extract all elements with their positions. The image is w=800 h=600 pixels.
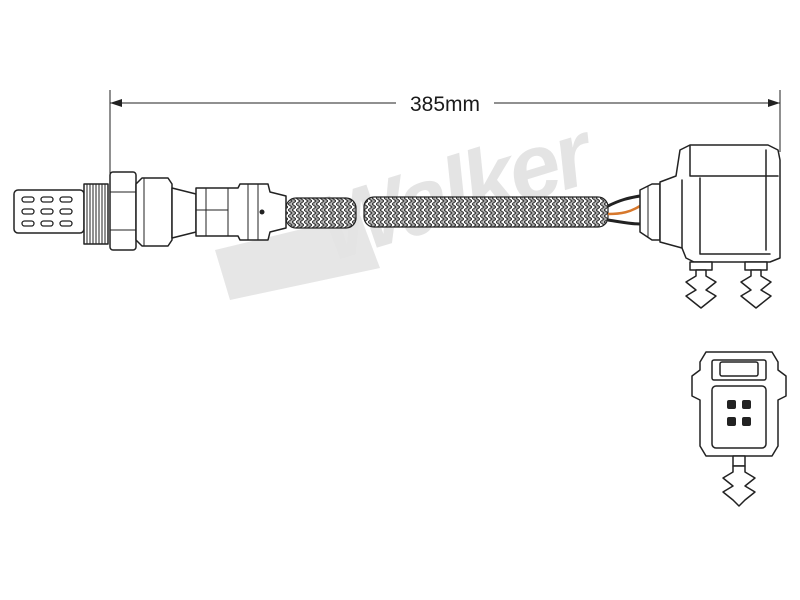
watermark-text: Walker xyxy=(306,100,608,281)
watermark-swoosh xyxy=(215,215,380,300)
sensor-taper xyxy=(171,187,197,239)
connector-stem xyxy=(732,455,746,467)
mounting-clip-right xyxy=(740,261,772,309)
dimension-label: 385mm xyxy=(410,93,480,116)
cable-segment-left xyxy=(285,197,357,229)
sensor-crimp-sleeve xyxy=(195,183,287,241)
connector-pin-2 xyxy=(742,400,751,409)
connector-pin-3 xyxy=(727,417,736,426)
mounting-clip-left xyxy=(685,261,717,309)
dimension-arrow-left xyxy=(110,99,122,107)
sensor-hex-nut xyxy=(109,171,137,251)
connector-face-clip xyxy=(722,465,756,507)
connector-pin-1 xyxy=(727,400,736,409)
cable-segment-right xyxy=(363,196,609,228)
connector-body xyxy=(659,144,781,263)
dimension-arrow-right xyxy=(768,99,780,107)
connector-boot xyxy=(639,183,661,241)
sensor-shoulder xyxy=(135,177,173,247)
oxygen-sensor-body-icon xyxy=(13,171,287,251)
dimension-line: 385mm xyxy=(109,90,781,182)
connector-pin-4 xyxy=(742,417,751,426)
braided-cable-icon xyxy=(285,194,641,229)
connector-cavity xyxy=(711,385,767,449)
connector-face-icon xyxy=(691,351,787,507)
connector-side-icon xyxy=(639,144,781,309)
